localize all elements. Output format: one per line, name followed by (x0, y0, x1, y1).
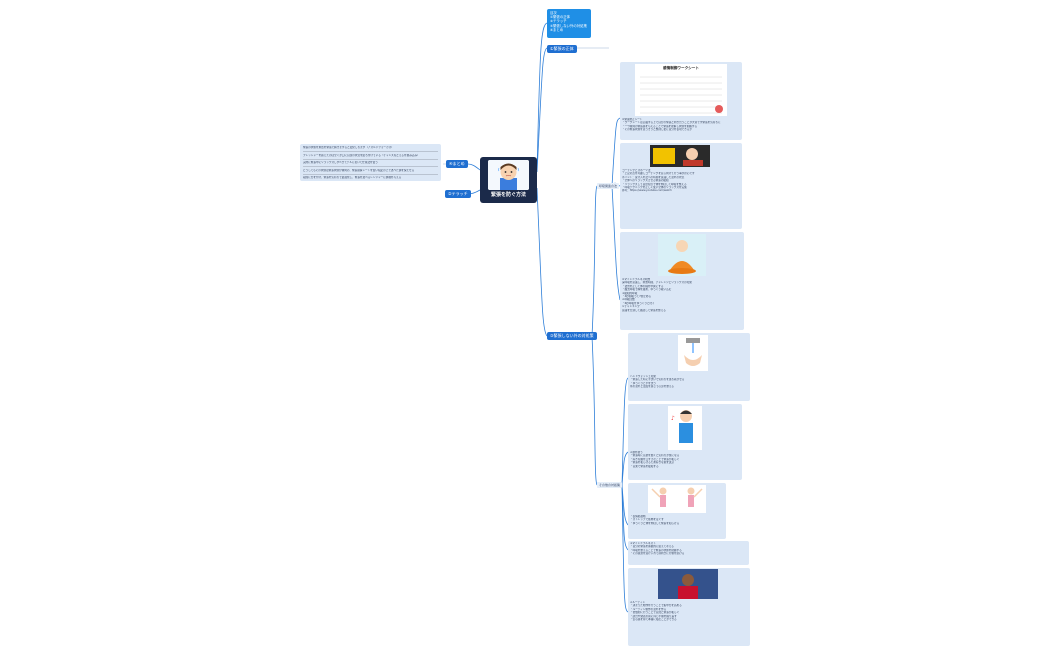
card-line: ・決まった動作を行うことで集中力を高める (630, 604, 682, 608)
edge-b3-left1 (591, 185, 598, 337)
card-line: ②マインドフルネス瞑想 (622, 278, 651, 281)
card-line: 深呼吸を意識し、瞑想時間、チャレンジとリラックスの効果 (622, 281, 692, 285)
card-line: ・表情筋運動 (630, 515, 646, 518)
card-line: 意識を分割して確認して緊張を整える (622, 308, 666, 312)
card-line: ・緊張時に音楽を聞くと気持ちが楽になる (630, 454, 680, 458)
card-mindfulness[interactable]: ③マインドフルネスト ・自分の緊張を客観的に捉えて考える ・呼吸を整えることで緊… (628, 541, 749, 565)
edge-left2-c8 (621, 484, 629, 613)
card-line: ④ルーティン (630, 601, 646, 604)
edge-b3-left2 (591, 335, 598, 486)
card-line: ・その感覚を受け入れて前向きに行動を続ける (630, 552, 685, 556)
handwash-illustration-icon (678, 335, 708, 371)
card-line: ・上記の点を考慮しコーチングを自ら向けて行う事が肝心です (622, 172, 695, 176)
card-line: ・習慣的に行うことで自然と緊張が和らぐ (630, 611, 680, 615)
edge-to-b1 (536, 47, 548, 173)
card-coaching[interactable]: コーチングとスポーツ法 ・上記の点を考慮しコーチングを自ら向けて行う事が肝心です… (620, 143, 742, 229)
divider (303, 151, 438, 152)
edge-to-b4 (467, 163, 481, 171)
card-line: ・ストレッチで筋肉をほぐす (630, 518, 664, 522)
card-meditation[interactable]: ②マインドフルネス瞑想 深呼吸を意識し、瞑想時間、チャレンジとリラックスの効果 … (620, 232, 744, 330)
card-line: ・安心感を得て本番に臨むことができる (630, 618, 677, 622)
card-line: ③マインドフルネスト (630, 542, 656, 545)
card-line: ・自分の緊張を客観的に捉えて考える (630, 545, 674, 549)
card-line: ポイント：受け入れ法への時間を意識した流れの状況 (622, 175, 685, 179)
summary-line: 段階に力を付け、緊張を気持ちで最適化し、緊張を選べるレンジャーに挑戦を与える (303, 176, 402, 180)
card-line: ・音楽で緊張を緩和する (630, 464, 659, 468)
branch-1[interactable]: ①緊張の正体 (547, 45, 577, 53)
edge-left2-c5 (621, 451, 629, 486)
card-line: ・一つ質問の緊張感を与えることで緊張を理解し状態を把握する (622, 124, 698, 128)
card-routine[interactable]: ④ルーティン ・決まった動作を行うことで集中力を高める ・ルーティン動作の流れを… (628, 568, 750, 646)
card-line: ・呼吸を整えることで緊張の状態を把握する (630, 548, 682, 552)
toc-line: 目次 (550, 11, 557, 15)
card-line: ⑤チャンキング (622, 305, 640, 309)
edge-left1-c3 (611, 185, 621, 301)
card-line: ②緊張修正シート (622, 118, 643, 121)
card-line: ・6秒呼吸をゆっくりと吐く (622, 301, 655, 305)
nervous-boy-illustration-icon (488, 160, 529, 190)
summary-card[interactable]: 緊張の状態を未然を緊張で解きますると変化しちます（アスルジフォーカス） プレッシ… (300, 144, 441, 181)
card-line: ③緩和的呼吸 (622, 291, 638, 295)
edge-to-b3 (536, 187, 548, 337)
svg-text:♪: ♪ (671, 415, 675, 422)
toc-node[interactable]: 目次 ①緊張の正体 ②テラッチ ③緊張しない外の対処策 ④まとめ (547, 9, 591, 38)
athlete-photo-icon (658, 569, 718, 599)
card-worksheet[interactable]: 感情制御ワークシート ②緊張修正シート ・ワークシートは記載する上で自分の緊張と… (620, 62, 742, 140)
summary-line: 実際に緊張中にリラックスしすべきモデルにおいて仕様法を使う (303, 161, 378, 165)
divider (303, 166, 438, 167)
card-line: ・姿勢を正して体の軸を中央にする (622, 284, 664, 288)
central-title: 緊張を防ぐ方法 (490, 192, 526, 198)
toc-line: ①緊張の正体 (550, 15, 570, 20)
card-line: ・リラックスして自然な形で体を伸ばして呼吸を整える (622, 182, 687, 186)
stretch-illustration-icon (648, 485, 706, 513)
card-line: 水の流れと温度を感じて心身を整える (630, 385, 675, 389)
summary-line: 緊張の状態を未然を緊張で解きますると変化しちます（アスルジフォーカス） (303, 146, 394, 149)
meditation-illustration-icon (658, 234, 706, 276)
card-line: ④歌を歌う (630, 451, 643, 454)
video-thumbnail-icon (650, 145, 710, 167)
card-stretch[interactable]: ・表情筋運動 ・ストレッチで筋肉をほぐす ・ゆっくりと体を伸ばして緊張を和らげる (628, 483, 726, 539)
label-breathing[interactable]: 呼吸関連の法 (597, 183, 620, 189)
divider (303, 173, 438, 175)
card-line: ・ゆっくりと手を洗う (630, 381, 656, 385)
card-line: ・ゆっくりと体を伸ばして緊張を和らげる (630, 521, 680, 525)
branch-2[interactable]: ②テラッチ (445, 190, 471, 198)
card-singing[interactable]: ♪ ④歌を歌う ・緊張時に音楽を聞くと気持ちが楽になる ・好きな曲を口ずさむこと… (628, 404, 742, 480)
edge-left2-c4 (621, 377, 629, 486)
card-line: ・呼吸テクニックを正しく使い全体のリラックスを実施 (622, 186, 687, 190)
card-line: ・ルーティン動作の流れを作る (630, 607, 667, 611)
card-line: ・4秒間吸って7秒止める (622, 295, 652, 299)
worksheet-title: 感情制御ワークシート (663, 66, 699, 70)
summary-line: プレッシャーを感じたのは全くが口に自身の状況を結ち付けている（チャンスなどえるを… (303, 153, 420, 157)
edge-to-toc (536, 22, 548, 171)
card-line: ・その緊張状態をはっきりと整理し更に自分を表現できるか (622, 128, 692, 132)
branch-4[interactable]: ④まとめ (446, 160, 468, 168)
toc-line: ③緊張しない外の対処策 (550, 23, 587, 28)
card-line: ・腹式呼吸で胸を緩め、ゆっくり吸い込む (622, 288, 672, 292)
card-line: ④呼吸回数 (622, 298, 635, 302)
worksheet-image-icon: 感情制御ワークシート (635, 64, 727, 116)
card-line: ・全体へのリラックスさせる緊張の緩和 (622, 179, 669, 183)
card-line: ・好きな曲を口ずさむことで緊張が和らぐ (630, 457, 680, 461)
edge-left1-c1 (611, 117, 621, 187)
card-line: コーチングとスポーツ法 (622, 169, 651, 172)
card-handwash[interactable]: ハンドウォッシュ効果 ・緊張した時に手洗いで気持ちを落ち着かせる ・ゆっくりと手… (628, 333, 750, 401)
branch-3[interactable]: ③緊張しない外の対処策 (547, 332, 597, 340)
summary-line: どうしてもその状態は緊張状態が傾向の、緊張感情シートを使い指定の上で述べた値を保… (303, 168, 415, 172)
toc-line: ④まとめ (550, 27, 564, 32)
singing-person-icon: ♪ (668, 406, 702, 450)
card-line: ・緊張を和らげるため好きな歌を選ぶ (630, 461, 675, 465)
card-line: 参考：https://www.youtube.com/watch (622, 189, 672, 193)
card-line: ・緊張した時に手洗いで気持ちを落ち着かせる (630, 378, 685, 382)
label-other[interactable]: その他の対処策 (597, 482, 623, 488)
central-node[interactable]: 緊張を防ぐ方法 (480, 157, 537, 203)
divider (303, 158, 438, 160)
card-line: ハンドウォッシュ効果 (630, 375, 656, 378)
toc-line: ②テラッチ (550, 19, 567, 24)
card-line: ・試合や発表の前に同じ手順を繰り返す (630, 614, 677, 618)
card-line: ・ワークシートは記載する上で自分の緊張と向き合うことが大切です緊張を気持ちに (622, 121, 721, 125)
